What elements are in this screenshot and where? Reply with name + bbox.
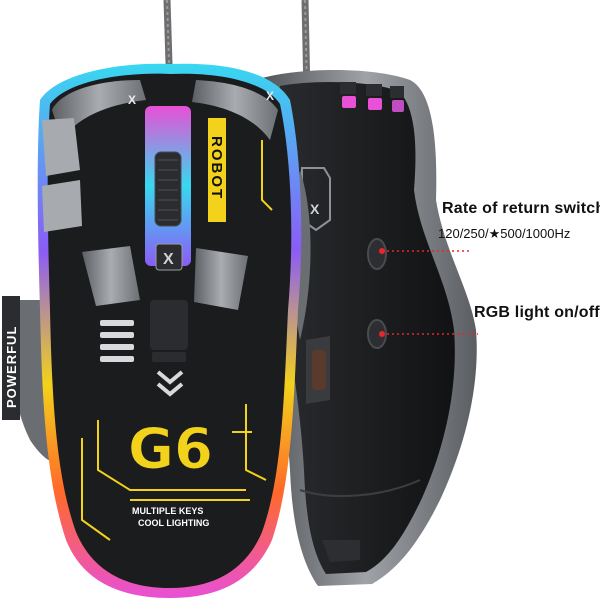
rgb-switch-title: RGB light on/off	[474, 304, 600, 321]
rate-switch-options: 120/250/★500/1000Hz	[438, 226, 571, 241]
svg-text:X: X	[163, 251, 174, 268]
svg-text:X: X	[310, 201, 320, 217]
callout-rgb-indicator	[379, 331, 478, 337]
rate-switch-title: Rate of return switch	[442, 200, 600, 217]
vent-slats	[100, 320, 134, 362]
mouse-back-view: X	[255, 0, 477, 586]
vent-light	[368, 98, 382, 110]
callout-rate-indicator	[379, 248, 470, 254]
svg-text:X: X	[266, 89, 274, 103]
robot-badge: ROBOT	[208, 118, 226, 222]
powerful-badge-text: POWERFUL	[4, 326, 19, 408]
vent-light	[342, 96, 356, 108]
svg-text:X: X	[128, 93, 136, 107]
robot-badge-text: ROBOT	[208, 136, 225, 200]
mouse-back-body	[274, 82, 455, 575]
vent-light	[392, 100, 404, 112]
tagline-line-2: COOL LIGHTING	[138, 518, 209, 528]
rate-return-switch[interactable]	[367, 238, 387, 270]
mouse-front-view: X X X	[9, 0, 311, 598]
powerful-badge: POWERFUL	[2, 296, 20, 420]
tagline-line-1: MULTIPLE KEYS	[132, 506, 203, 516]
rgb-light-switch[interactable]	[367, 319, 387, 349]
model-name: G6	[128, 417, 213, 482]
